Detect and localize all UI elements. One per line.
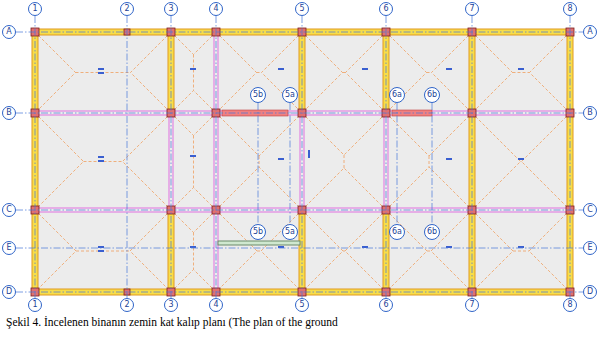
grid-bubble: 5 xyxy=(295,2,309,16)
grid-label: 5b xyxy=(253,228,263,236)
grid-label: 6 xyxy=(383,5,388,13)
grid-bubble: 4 xyxy=(209,2,223,16)
yield-lines xyxy=(35,32,570,292)
grid-bubble: E xyxy=(583,241,597,255)
grid-label: A xyxy=(587,28,592,36)
grid-bubble: D xyxy=(583,285,597,299)
grid-line xyxy=(302,16,303,298)
grid-label: 2 xyxy=(124,5,129,13)
grid-label: 5b xyxy=(253,91,263,99)
grid-line xyxy=(16,32,583,33)
grid-bubble: 7 xyxy=(465,2,479,16)
section-bubble: 5b xyxy=(250,87,266,103)
grid-bubble: 1 xyxy=(28,2,42,16)
grid-bubble: 8 xyxy=(563,2,577,16)
grid-bubble: 8 xyxy=(563,298,577,312)
grid-bubble: C xyxy=(583,203,597,217)
grid-line xyxy=(397,103,398,224)
grid-label: 6b xyxy=(427,91,437,99)
grid-line xyxy=(432,103,433,224)
grid-line xyxy=(258,103,259,224)
figure-caption: Şekil 4. İncelenen binanın zemin kat kal… xyxy=(6,316,338,328)
slab-area xyxy=(35,32,570,292)
grid-label: 2 xyxy=(124,301,129,309)
inner-beams xyxy=(35,32,570,292)
grid-bubble: 3 xyxy=(164,298,178,312)
grid-line xyxy=(386,16,387,298)
grid-line xyxy=(16,210,583,211)
grid-bubble: 3 xyxy=(164,2,178,16)
grid-label: 4 xyxy=(213,301,218,309)
grid-label: 7 xyxy=(469,301,474,309)
grid-label: C xyxy=(6,206,12,214)
grid-bubble: 1 xyxy=(28,298,42,312)
grid-line xyxy=(16,292,583,293)
grid-label: E xyxy=(6,244,11,252)
grid-bubble: E xyxy=(2,241,16,255)
grid-label: 6 xyxy=(383,301,388,309)
grid-label: 6b xyxy=(427,228,437,236)
grid-line xyxy=(472,16,473,298)
grid-label: D xyxy=(6,288,12,296)
grid-line xyxy=(35,16,36,298)
perimeter-beams xyxy=(35,32,570,292)
grid-label: 1 xyxy=(32,5,37,13)
beam-outline xyxy=(35,32,570,292)
grid-bubble: A xyxy=(2,25,16,39)
grid-label: 8 xyxy=(567,5,572,13)
grid-line xyxy=(216,16,217,298)
stair-beam xyxy=(218,241,300,245)
grid-bubble: D xyxy=(2,285,16,299)
section-bubble: 5a xyxy=(282,224,298,240)
grid-bubble: C xyxy=(2,203,16,217)
grid-label: 3 xyxy=(168,301,173,309)
grid-bubble: A xyxy=(583,25,597,39)
grid-line xyxy=(16,248,583,249)
grid-bubble: 5 xyxy=(295,298,309,312)
grid-bubble: 6 xyxy=(379,298,393,312)
grid-label: E xyxy=(587,244,592,252)
section-bubble: 5a xyxy=(282,87,298,103)
grid-bubble: 4 xyxy=(209,298,223,312)
grid-line xyxy=(16,113,583,114)
slab-marks xyxy=(98,68,524,252)
section-bubble: 6a xyxy=(389,224,405,240)
grid-bubble: 7 xyxy=(465,298,479,312)
grid-label: 6a xyxy=(392,228,402,236)
grid-label: 1 xyxy=(32,301,37,309)
grid-line xyxy=(290,103,291,224)
section-bubble: 6b xyxy=(424,224,440,240)
grid-label: 3 xyxy=(168,5,173,13)
grid-line xyxy=(127,16,128,298)
grid-label: D xyxy=(587,288,593,296)
grid-bubble: B xyxy=(583,106,597,120)
grid-line xyxy=(570,16,571,298)
grid-label: 6a xyxy=(392,91,402,99)
grid-label: 8 xyxy=(567,301,572,309)
grid-label: 5 xyxy=(299,5,304,13)
columns xyxy=(31,28,574,296)
grid-label: 5 xyxy=(299,301,304,309)
grid-label: A xyxy=(6,28,11,36)
grid-label: 7 xyxy=(469,5,474,13)
grid-label: B xyxy=(587,109,593,117)
grid-label: C xyxy=(587,206,593,214)
grid-label: B xyxy=(6,109,12,117)
grid-label: 4 xyxy=(213,5,218,13)
section-bubble: 6a xyxy=(389,87,405,103)
section-bubble: 5b xyxy=(250,224,266,240)
grid-line xyxy=(171,16,172,298)
grid-bubble: 6 xyxy=(379,2,393,16)
grid-label: 5a xyxy=(285,228,295,236)
grid-bubble: 2 xyxy=(120,298,134,312)
grid-bubble: B xyxy=(2,106,16,120)
grid-bubble: 2 xyxy=(120,2,134,16)
section-bubble: 6b xyxy=(424,87,440,103)
grid-label: 5a xyxy=(285,91,295,99)
